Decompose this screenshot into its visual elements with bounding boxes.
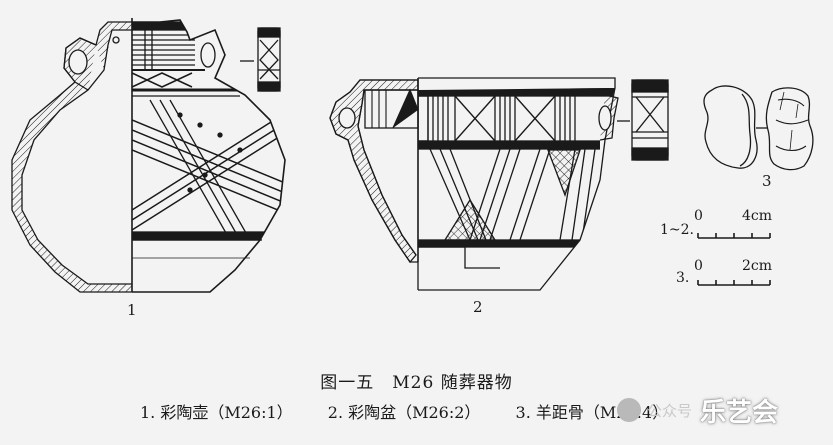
caption-item-1: 1. 彩陶壶（M26:1） [140,403,293,422]
scale-1-end: 4cm [742,208,773,224]
watermark-brand: 乐艺会 [700,397,779,428]
astragalus-drawing [703,85,814,171]
scale-2-zero: 0 [694,258,703,274]
figure-item-list: 1. 彩陶壶（M26:1） 2. 彩陶盆（M26:2） 3. 羊距骨（M26:4… [140,399,698,423]
small-spindle-drawing-1 [240,27,281,92]
scale-1-prefix: 1~2. [660,222,694,238]
scale-2-end: 2cm [742,258,773,274]
watermark: 公众号 乐艺会 [617,392,827,428]
scale-1-zero: 0 [694,208,703,224]
figure-title: 图一五 M26 随葬器物 [320,373,513,393]
wechat-icon [617,398,641,422]
scale-2-prefix: 3. [676,270,690,286]
scale-bar-1 [697,233,771,239]
watermark-platform: 公众号 [647,401,693,420]
caption-item-2: 2. 彩陶盆（M26:2） [327,403,481,422]
item-2-label: 2 [473,298,483,316]
scale-bar-2 [697,280,771,286]
item-1-label: 1 [127,301,137,319]
painted-basin-drawing [329,77,619,291]
small-spindle-drawing-2 [617,79,669,161]
painted-jar-drawing [11,18,286,293]
item-3-label: 3 [762,172,772,190]
